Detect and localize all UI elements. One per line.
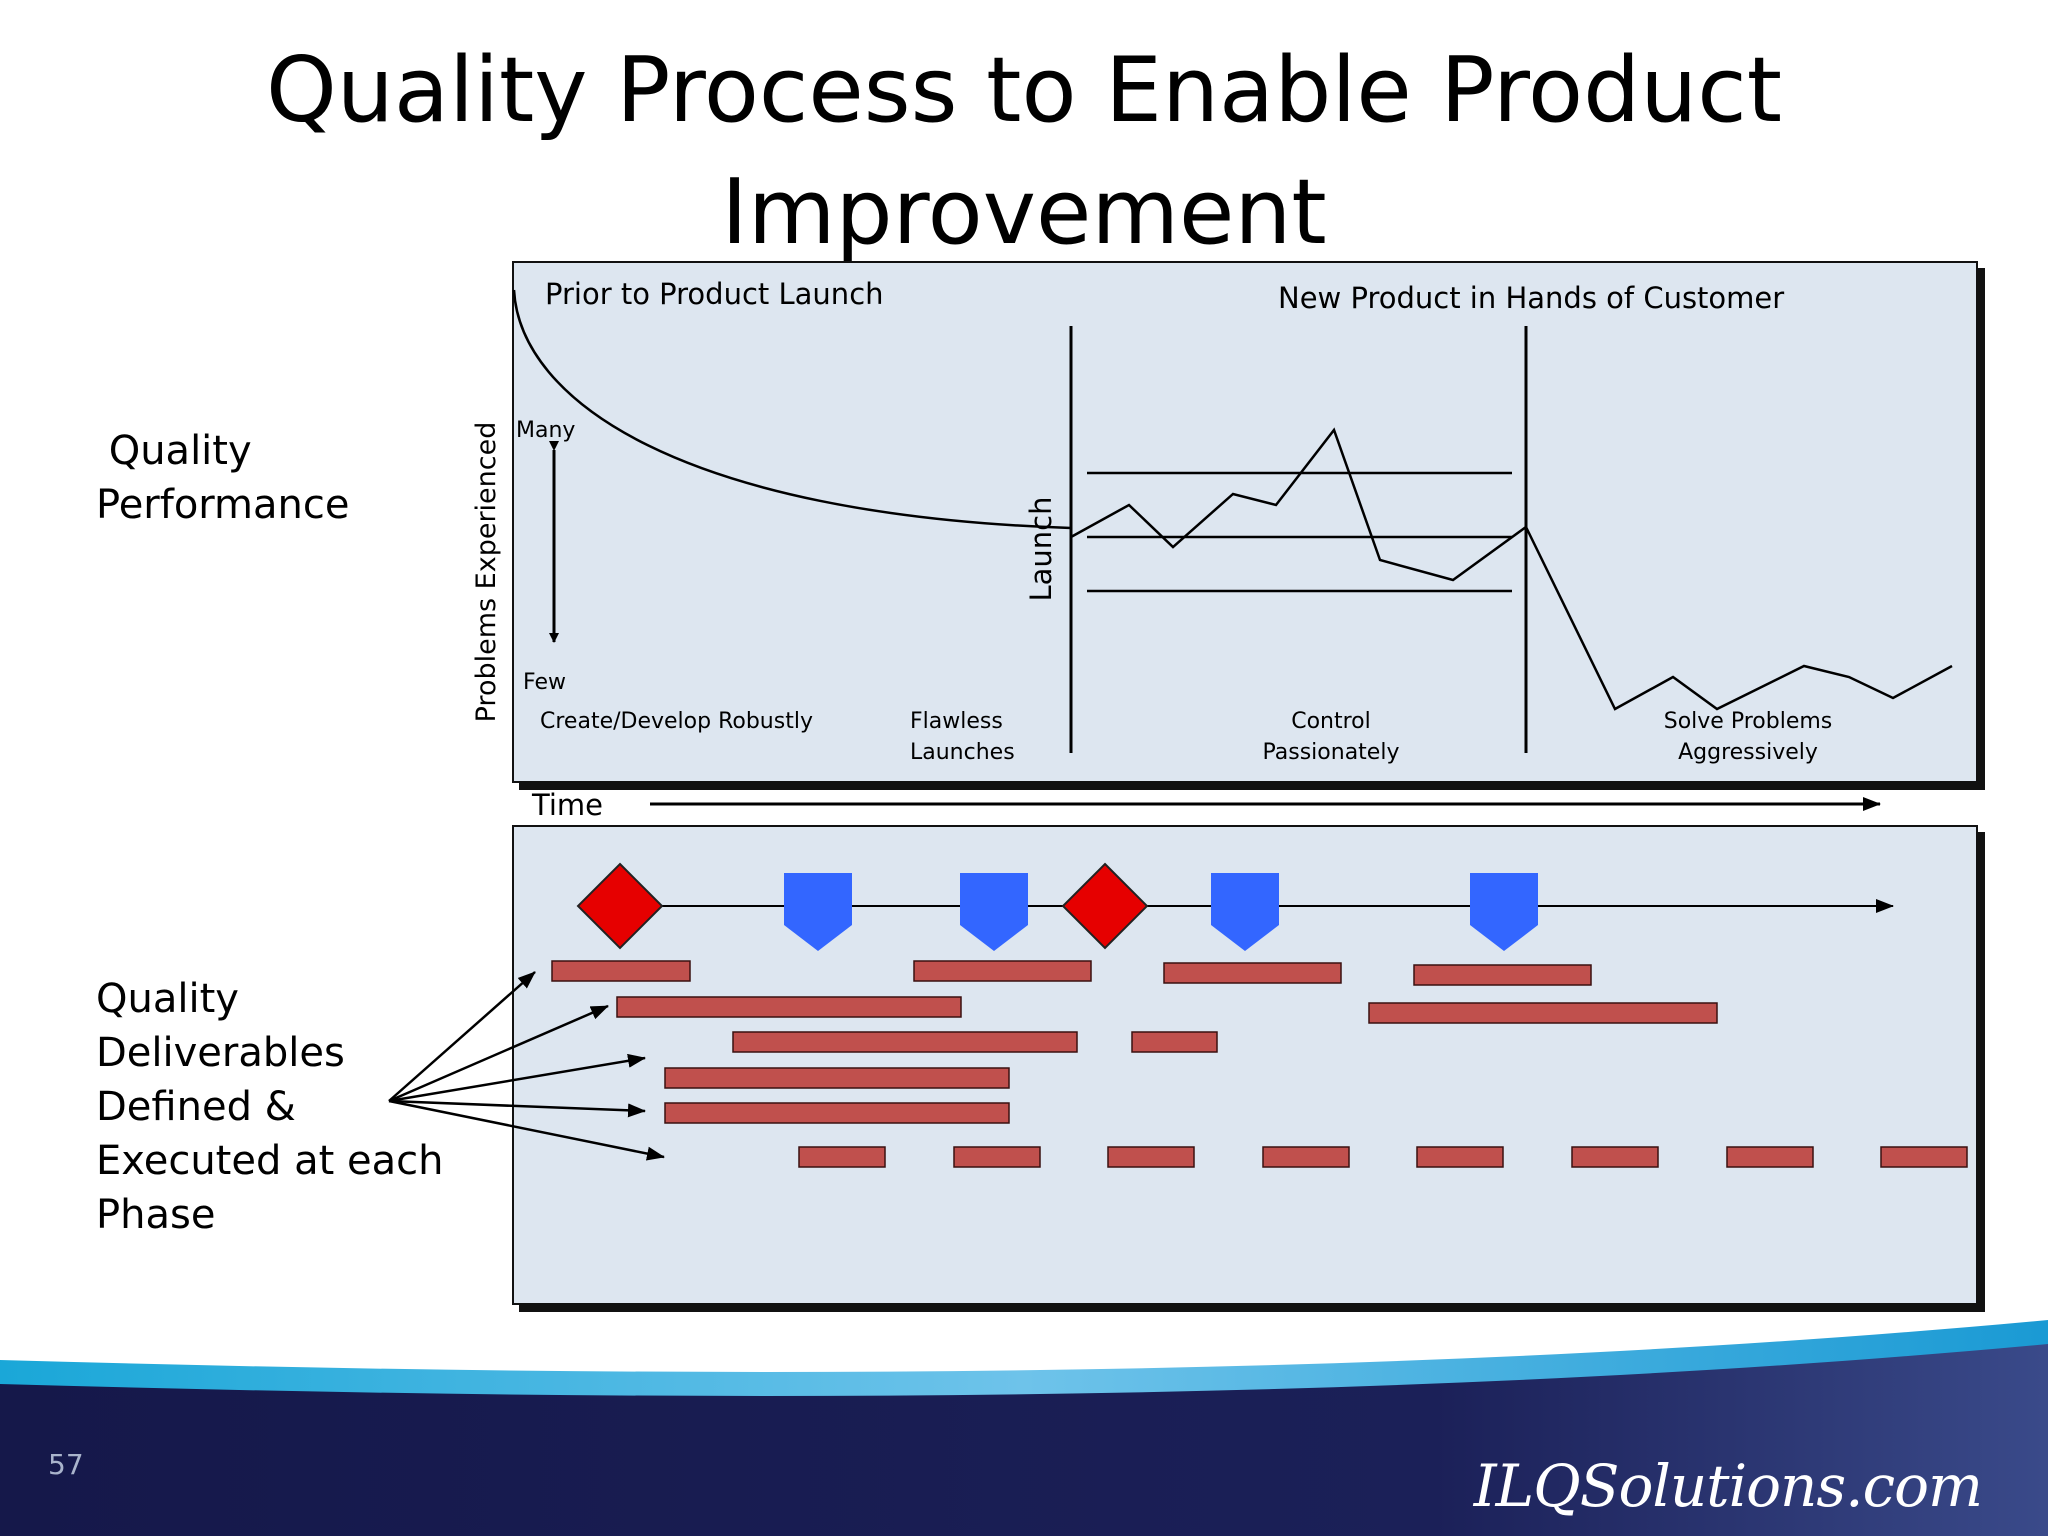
page-number: 57 — [48, 1448, 84, 1481]
quality-performance-label: Quality Performance — [96, 424, 349, 532]
pentagon-milestone — [1211, 873, 1279, 951]
phase-label-solve-line-1: Solve Problems — [1664, 709, 1833, 734]
problems-experienced-axis-label: Problems Experienced — [471, 422, 502, 723]
quality-deliverables-line-3: Defined & — [96, 1084, 296, 1130]
deliverable-bar — [1368, 1002, 1718, 1024]
few-label: Few — [523, 670, 566, 695]
deliverable-pointer-arrows — [388, 971, 665, 1161]
deliverable-bar — [732, 1031, 1078, 1053]
deliverable-bar — [1262, 1146, 1350, 1168]
phase-label-solve-line-2: Aggressively — [1678, 740, 1818, 765]
deliverable-bar — [1416, 1146, 1504, 1168]
deliverable-bar — [1726, 1146, 1814, 1168]
diamond-milestone — [1061, 862, 1149, 950]
new-product-label: New Product in Hands of Customer — [1278, 281, 1784, 315]
phase-label-control-line-2: Passionately — [1263, 740, 1400, 765]
milestones-group — [576, 862, 1538, 951]
deliverable-bar — [1163, 962, 1342, 984]
slide-title: Quality Process to Enable Product Improv… — [0, 30, 2048, 274]
deliverable-bar — [798, 1146, 886, 1168]
phase-label-flawless-line-1: Flawless — [910, 709, 1003, 734]
phase-label-create-develop: Create/Develop Robustly — [540, 709, 813, 734]
deliverable-bar — [1107, 1146, 1195, 1168]
solve-phase-trend-line — [1524, 526, 1953, 711]
pentagon-milestone — [1470, 873, 1538, 951]
deliverable-bar — [1571, 1146, 1659, 1168]
deliverable-bar — [1131, 1031, 1218, 1053]
pentagon-milestone — [960, 873, 1028, 951]
launch-label: Launch — [1024, 496, 1058, 601]
many-label: Many — [516, 418, 575, 443]
title-line-2: Improvement — [721, 160, 1327, 265]
quality-deliverables-line-4: Executed at each — [96, 1138, 444, 1184]
deliverable-bars-group — [551, 960, 1968, 1168]
deliverable-bar — [1413, 964, 1592, 986]
quality-deliverables-line-1: Quality — [96, 976, 239, 1022]
pointer-arrow — [388, 971, 536, 1102]
deliverable-bar — [551, 960, 691, 982]
diamond-milestone — [576, 862, 664, 950]
prelaunch-problem-curve — [512, 289, 1072, 530]
quality-performance-line-2: Performance — [96, 482, 350, 528]
deliverable-bar — [616, 996, 962, 1018]
deliverable-bar — [664, 1102, 1010, 1124]
pointer-arrow — [388, 1099, 665, 1161]
footer-swoosh — [0, 1320, 2048, 1536]
deliverable-bar — [1880, 1146, 1968, 1168]
title-line-1: Quality Process to Enable Product — [265, 38, 1783, 143]
control-phase-trend-line — [1070, 427, 1527, 582]
prior-to-launch-label: Prior to Product Launch — [545, 277, 884, 311]
quality-performance-panel — [512, 261, 1978, 783]
quality-deliverables-line-5: Phase — [96, 1192, 216, 1238]
quality-deliverables-line-2: Deliverables — [96, 1030, 345, 1076]
deliverable-bar — [953, 1146, 1041, 1168]
ilq-solutions-logo: ILQSolutions.com — [1473, 1452, 1983, 1520]
pointer-arrow — [388, 1099, 646, 1118]
phase-label-control-line-1: Control — [1291, 709, 1371, 734]
quality-performance-line-1: Quality — [96, 428, 252, 474]
deliverable-bar — [913, 960, 1092, 982]
phase-label-flawless-line-2: Launches — [910, 740, 1015, 765]
pointer-arrow — [388, 1004, 609, 1103]
time-label: Time — [531, 788, 603, 822]
pentagon-milestone — [784, 873, 852, 951]
quality-deliverables-label: Quality Deliverables Defined & Executed … — [96, 972, 443, 1242]
pointer-arrow — [388, 1053, 646, 1103]
deliverable-bar — [664, 1067, 1010, 1089]
